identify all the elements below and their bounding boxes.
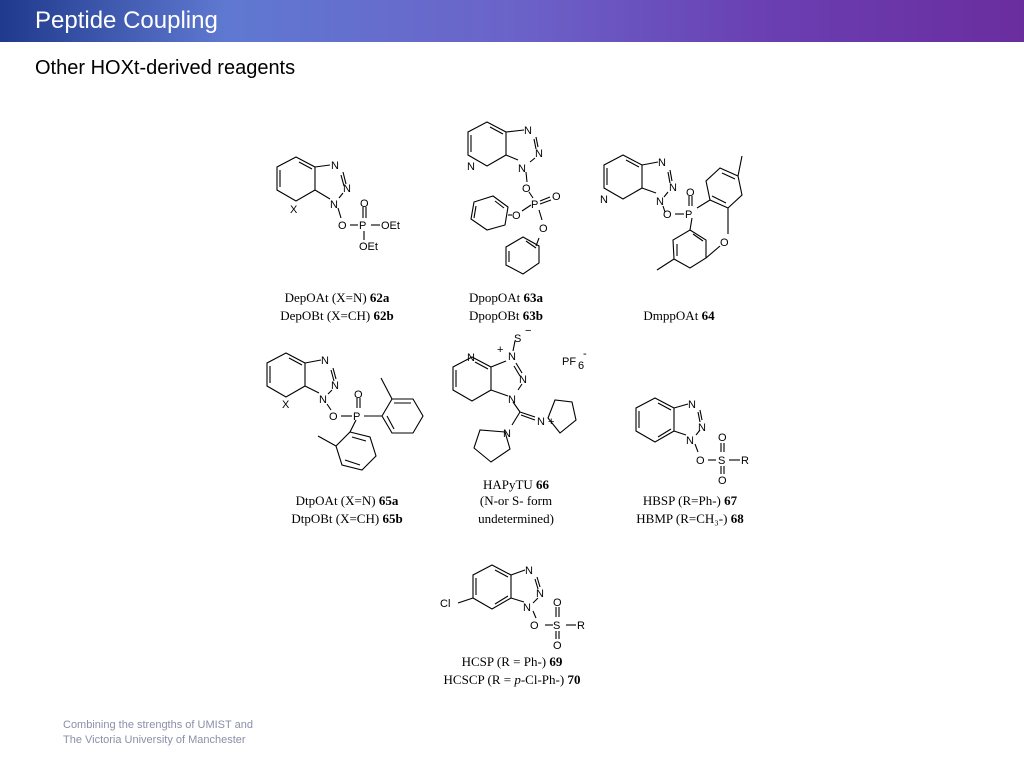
atom-label: N	[536, 588, 544, 600]
atom-label: N	[600, 194, 608, 206]
caption-66: undetermined)	[478, 511, 554, 526]
atom-label: X	[290, 204, 298, 216]
atom-label: N	[656, 196, 664, 208]
atom-label: N	[343, 183, 351, 195]
atom-label: N	[524, 125, 532, 137]
atom-label: N	[518, 163, 526, 175]
atom-label: N	[331, 380, 339, 392]
atom-label: N	[688, 399, 696, 411]
captions: DepOAt (X=N) 62a DepOBt (X=CH) 62b DpopO…	[280, 290, 744, 687]
caption-63: DpopOBt 63b	[469, 308, 543, 323]
atom-label: N	[508, 351, 516, 363]
caption-66: (N-or S- form	[480, 493, 552, 508]
atom-label: P	[531, 199, 538, 211]
atom-label: N	[519, 374, 527, 386]
atom-label: N	[535, 148, 543, 160]
atom-label: +	[548, 416, 554, 428]
caption-65: DtpOBt (X=CH) 65b	[291, 511, 402, 526]
atom-label: O	[720, 237, 729, 249]
atom-label: N	[321, 355, 329, 367]
structure-67: N N N O S O O R	[635, 397, 749, 487]
atom-label: N	[686, 435, 694, 447]
atom-label: PF	[562, 356, 576, 368]
atom-label: Cl	[440, 598, 450, 610]
footer: Combining the strengths of UMIST and The…	[63, 718, 253, 748]
atom-label: R	[577, 620, 585, 632]
atom-label: O	[553, 597, 562, 609]
caption-62: DepOBt (X=CH) 62b	[280, 308, 394, 323]
atom-label: O	[718, 432, 727, 444]
atom-label: O	[338, 220, 347, 232]
structure-65: N N N X O P O	[266, 352, 424, 471]
atom-label: 6	[578, 360, 584, 372]
atom-label: R	[741, 455, 749, 467]
atom-label: O	[718, 475, 727, 487]
title-bar: Peptide Coupling	[0, 0, 1024, 42]
atom-label: O	[360, 198, 369, 210]
atom-label: -	[583, 348, 587, 360]
atom-label: N	[669, 182, 677, 194]
caption-70: HCSCP (R = p-Cl-Ph-) 70	[444, 672, 581, 687]
caption-62: DepOAt (X=N) 62a	[285, 290, 390, 305]
footer-line: The Victoria University of Manchester	[63, 734, 246, 746]
structure-63: N N N N O P O O O	[467, 121, 561, 275]
caption-66: HAPyTU 66	[483, 477, 550, 492]
atom-label: O	[663, 209, 672, 221]
atom-label: N	[467, 161, 475, 173]
atom-label: O	[530, 620, 539, 632]
atom-label: N	[537, 416, 545, 428]
atom-label: S	[718, 455, 725, 467]
atom-label: N	[319, 394, 327, 406]
atom-label: O	[354, 389, 363, 401]
atom-label: OEt	[359, 241, 378, 253]
atom-label: P	[685, 209, 692, 221]
atom-label: O	[512, 210, 521, 222]
footer-line: Combining the strengths of UMIST and	[63, 719, 253, 731]
atom-label: N	[523, 602, 531, 614]
caption-68: HBMP (R=CH₃-) 68	[636, 511, 744, 526]
atom-label: P	[359, 220, 366, 232]
slide-subtitle: Other HOXt-derived reagents	[35, 57, 296, 79]
atom-label: N	[330, 199, 338, 211]
atom-label: +	[497, 344, 503, 356]
atom-label: N	[658, 157, 666, 169]
atom-label: N	[503, 428, 511, 440]
atom-label: N	[508, 394, 516, 406]
structure-66: N N + S − N N N + N PF 6 -	[452, 325, 587, 463]
atom-label: OEt	[381, 220, 400, 232]
atom-label: O	[696, 455, 705, 467]
caption-67: HBSP (R=Ph-) 67	[643, 493, 738, 508]
structure-64: N N N N O P O O	[600, 154, 743, 271]
atom-label: S	[553, 620, 560, 632]
atom-label: O	[552, 191, 561, 203]
atom-label: N	[467, 352, 475, 364]
atom-label: S	[514, 333, 521, 345]
structure-62: N N N X O P O OEt OEt	[276, 156, 400, 253]
caption-65: DtpOAt (X=N) 65a	[296, 493, 399, 508]
atom-label: O	[522, 183, 531, 195]
atom-label: O	[686, 187, 695, 199]
atom-label: N	[331, 160, 339, 172]
atom-label: O	[553, 640, 562, 652]
atom-label: O	[329, 411, 338, 423]
atom-label: N	[525, 565, 533, 577]
atom-label: −	[525, 325, 531, 337]
caption-69: HCSP (R = Ph-) 69	[462, 654, 563, 669]
slide-title: Peptide Coupling	[35, 7, 218, 34]
atom-label: O	[539, 223, 548, 235]
structure-69: N N N Cl O S O O R	[440, 564, 585, 652]
caption-64: DmppOAt 64	[643, 308, 715, 323]
atom-label: N	[698, 422, 706, 434]
atom-label: P	[353, 411, 360, 423]
caption-63: DpopOAt 63a	[469, 290, 544, 305]
atom-label: X	[282, 399, 290, 411]
